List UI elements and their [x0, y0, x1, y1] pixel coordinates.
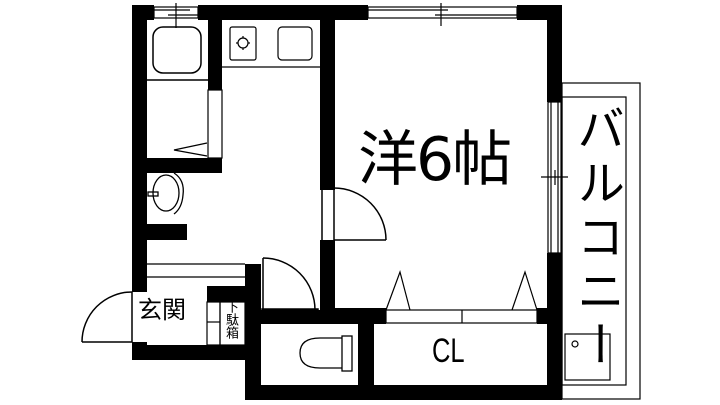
room-door [320, 187, 387, 241]
corridor-lines [147, 263, 245, 278]
toilet [299, 335, 353, 372]
main-window [367, 3, 518, 26]
shoe-cabinet-label: 下駄箱 [223, 300, 238, 339]
closet-doors [385, 270, 538, 324]
entrance-door [81, 291, 133, 343]
balcony-label: バルコニー [568, 104, 624, 374]
balcony-outline [561, 82, 641, 400]
walls [132, 5, 562, 400]
bath-door [173, 89, 223, 159]
toilet-door [261, 257, 319, 311]
main-room-label: 洋6帖 [358, 125, 512, 195]
balcony-window [541, 101, 568, 254]
entrance-label: 玄関 [138, 296, 186, 324]
bathtub [147, 26, 208, 81]
shoe-cabinet [206, 301, 246, 346]
kitchen-counter [222, 26, 320, 68]
washbasin [147, 172, 184, 215]
closet-label: CL [432, 332, 465, 370]
bath-window [153, 3, 199, 28]
